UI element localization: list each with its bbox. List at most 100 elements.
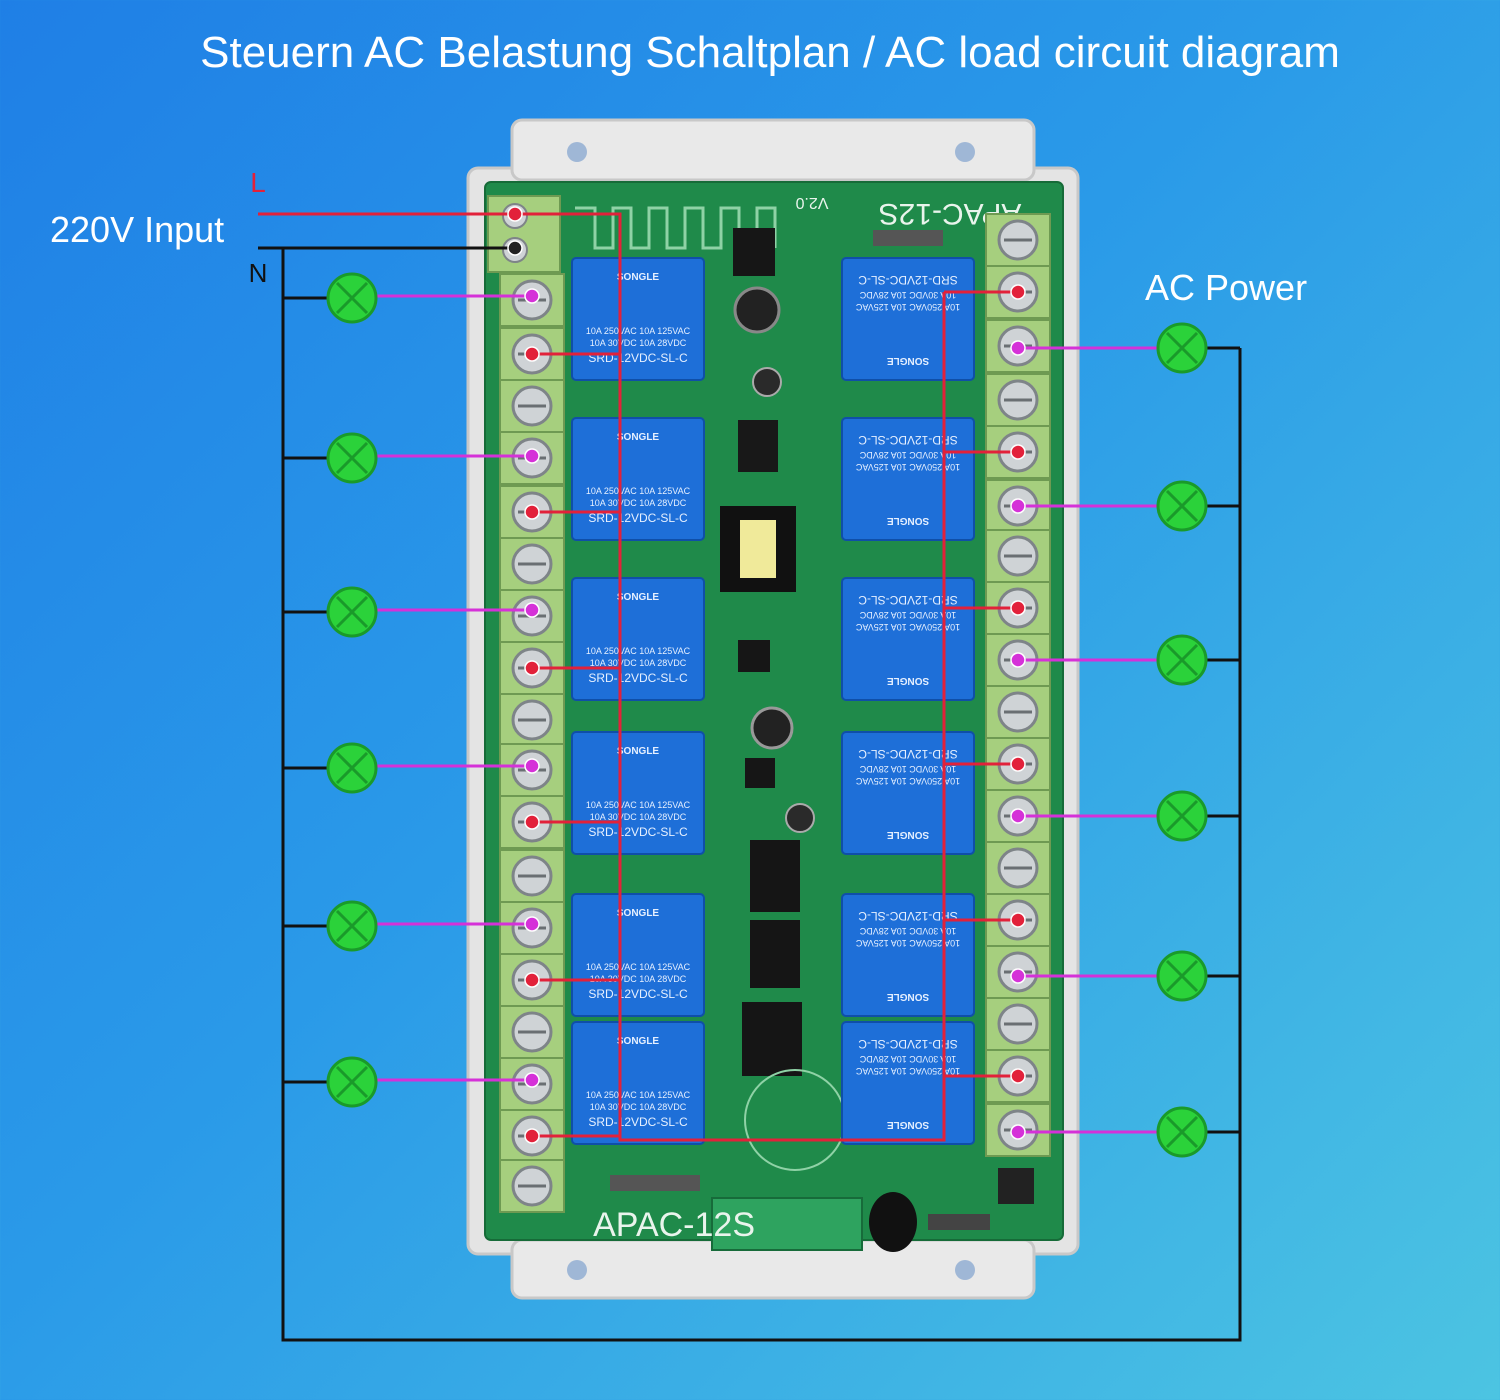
relay-rating: 10A 30VDC 10A 28VDC [590, 1102, 687, 1112]
ic-chip [738, 640, 770, 672]
terminal-point-live [524, 504, 540, 520]
screw-terminal-icon [499, 1159, 565, 1213]
lamp-cross [335, 1065, 369, 1099]
terminal-point-load [1010, 1124, 1026, 1140]
relay-rating: 10A 30VDC 10A 28VDC [590, 812, 687, 822]
lamp-icon [326, 742, 378, 794]
relay-rating: 10A 30VDC 10A 28VDC [590, 338, 687, 348]
rf-module [711, 1197, 863, 1251]
relay-rating: 10A 250VAC 10A 125VAC [586, 646, 691, 656]
lamp-cross [1165, 799, 1199, 833]
ic-chip [733, 228, 775, 276]
relay-rating: 10A 30VDC 10A 28VDC [590, 658, 687, 668]
relay-model: SRD-12VDC-SL-C [588, 511, 688, 525]
ic-chip [745, 758, 775, 788]
relay-brand: SONGLE [887, 829, 930, 840]
input-neutral-point [507, 240, 523, 256]
terminal-point-live [524, 972, 540, 988]
relay-model: SRD-12VDC-SL-C [858, 433, 958, 447]
mount-hole-icon [955, 1260, 975, 1280]
relay-rating: 10A 250VAC 10A 125VAC [855, 938, 960, 948]
terminal-point-live [524, 346, 540, 362]
relay-rating: 10A 250VAC 10A 125VAC [586, 962, 691, 972]
relay-rating: 10A 30VDC 10A 28VDC [590, 498, 687, 508]
terminal-point-load [524, 916, 540, 932]
relay-rating: 10A 250VAC 10A 125VAC [855, 462, 960, 472]
board-model-label: APAC-12S [593, 1206, 755, 1244]
relay-model: SRD-12VDC-SL-C [858, 909, 958, 923]
relay-brand: SONGLE [617, 592, 660, 603]
terminal-point-live [524, 814, 540, 830]
board-version-label: V2.0 [795, 194, 828, 211]
relay-rating: 10A 250VAC 10A 125VAC [855, 622, 960, 632]
relay-rating: 10A 250VAC 10A 125VAC [586, 326, 691, 336]
relay-brand: SONGLE [617, 746, 660, 757]
terminal-point-load [524, 448, 540, 464]
relay-brand: SONGLE [887, 355, 930, 366]
terminal-point-live [1010, 756, 1026, 772]
relay-model: SRD-12VDC-SL-C [588, 987, 688, 1001]
relay-brand: SONGLE [617, 432, 660, 443]
screw-terminal-icon [985, 529, 1051, 583]
lamp-cross [1165, 1115, 1199, 1149]
enclosure-top-ear [510, 118, 1036, 182]
lamp-icon [1156, 322, 1208, 374]
relay-brand: SONGLE [887, 991, 930, 1002]
screw-terminal-icon [499, 379, 565, 433]
ac-power-label: AC Power [1145, 267, 1307, 308]
screw-terminal-icon [499, 537, 565, 591]
lamp-cross [335, 281, 369, 315]
lamp-icon [1156, 790, 1208, 842]
screw-terminal-icon [499, 693, 565, 747]
terminal-point-live [1010, 912, 1026, 928]
screw-terminal-icon [985, 373, 1051, 427]
capacitor [733, 286, 781, 334]
relay-body [571, 257, 705, 381]
terminal-point-live [1010, 600, 1026, 616]
pin-header [873, 230, 943, 246]
ic-chip [742, 1002, 802, 1076]
lamp-icon [1156, 1106, 1208, 1158]
screw-terminal-icon [985, 213, 1051, 267]
screw-terminal-icon [985, 685, 1051, 739]
lamp-icon [1156, 634, 1208, 686]
terminal-point-load [1010, 340, 1026, 356]
lamp-cross [1165, 331, 1199, 365]
terminal-point-load [1010, 498, 1026, 514]
terminal-point-load [1010, 968, 1026, 984]
relay-body [841, 417, 975, 541]
relay-body [571, 893, 705, 1017]
relay-body [841, 577, 975, 701]
lamp-icon [1156, 950, 1208, 1002]
relay-body [571, 417, 705, 541]
terminal-point-load [1010, 808, 1026, 824]
relay-icon: SONGLE 10A 250VAC 10A 125VAC 10A 30VDC 10A… [571, 577, 705, 701]
relay-body [841, 731, 975, 855]
input-label: 220V Input [50, 209, 224, 250]
lamp-cross [1165, 489, 1199, 523]
ic-chip [738, 420, 778, 472]
lamp-cross [335, 595, 369, 629]
lamp-cross [335, 441, 369, 475]
relay-model: SRD-12VDC-SL-C [858, 273, 958, 287]
screw-terminal-icon [499, 1005, 565, 1059]
input-live-point [507, 206, 523, 222]
relay-body [841, 1021, 975, 1145]
mount-hole-icon [567, 1260, 587, 1280]
live-label: L [250, 167, 266, 198]
lamp-icon [326, 586, 378, 638]
